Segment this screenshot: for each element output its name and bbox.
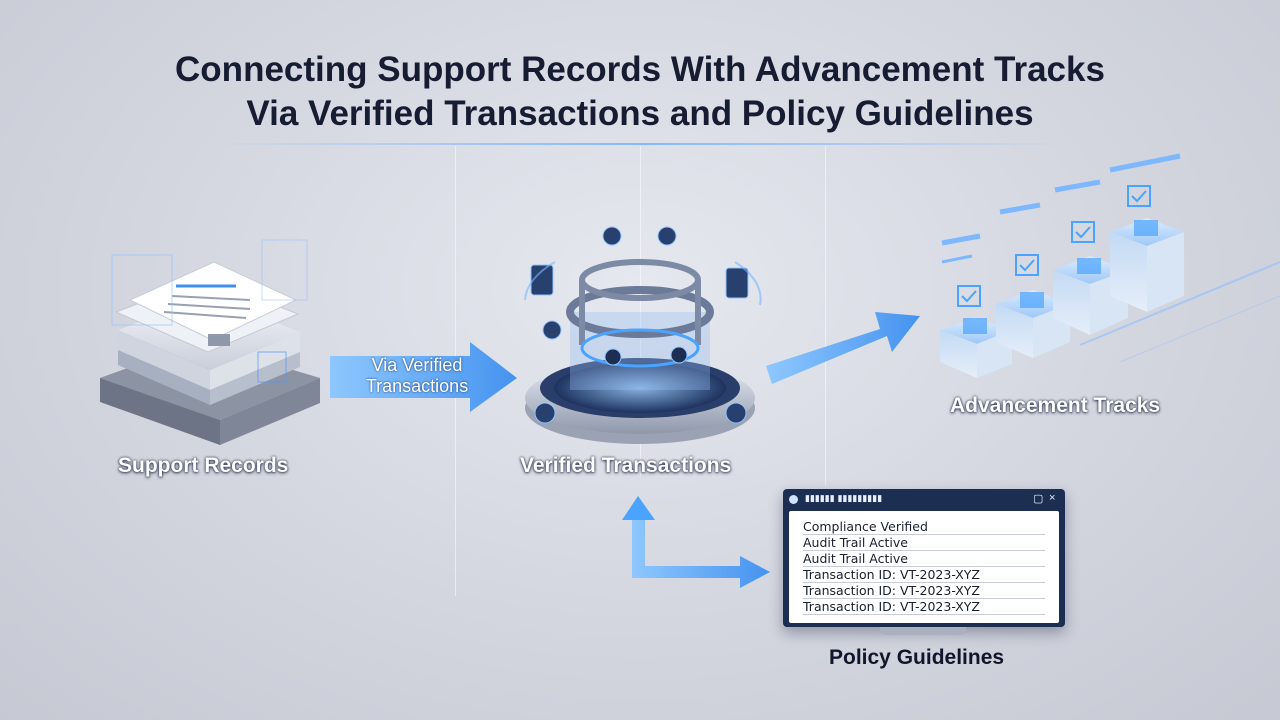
grid-line xyxy=(640,146,641,476)
verified-transactions-icon xyxy=(524,226,762,444)
policy-row: Audit Trail Active xyxy=(803,535,1045,551)
policy-window-title: ▮▮▮▮▮▮ ▮▮▮▮▮▮▮▮▮ xyxy=(805,494,883,504)
policy-row: Transaction ID: VT-2023-XYZ xyxy=(803,599,1045,615)
advancement-tracks-label: Advancement Tracks xyxy=(950,394,1161,417)
close-icon[interactable]: × xyxy=(1049,492,1056,504)
policy-guidelines-label: Policy Guidelines xyxy=(829,646,1005,669)
policy-row: Transaction ID: VT-2023-XYZ xyxy=(803,583,1045,599)
advancement-tracks-icon xyxy=(940,153,1280,378)
title-divider xyxy=(210,143,1070,145)
policy-row: Transaction ID: VT-2023-XYZ xyxy=(803,567,1045,583)
diagram-title: Connecting Support Records With Advancem… xyxy=(0,48,1280,136)
title-line-2: Via Verified Transactions and Policy Gui… xyxy=(246,94,1034,133)
arrow-label: Via Verified Transactions xyxy=(342,355,492,397)
policy-row: Audit Trail Active xyxy=(803,551,1045,567)
title-line-1: Connecting Support Records With Advancem… xyxy=(175,50,1105,89)
monitor-stand xyxy=(880,627,966,635)
arrow-label-line-1: Via Verified xyxy=(371,355,463,375)
support-records-icon xyxy=(100,239,320,445)
maximize-icon[interactable]: ▢ xyxy=(1033,493,1044,505)
policy-window: ▮▮▮▮▮▮ ▮▮▮▮▮▮▮▮▮ ▢ × Compliance Verified… xyxy=(783,489,1065,627)
grid-line xyxy=(825,146,826,486)
policy-window-body: Compliance Verified Audit Trail Active A… xyxy=(789,511,1059,623)
verified-transactions-label: Verified Transactions xyxy=(520,454,732,477)
arrow-label-line-2: Transactions xyxy=(365,376,469,396)
shield-icon xyxy=(789,495,798,504)
policy-window-titlebar: ▮▮▮▮▮▮ ▮▮▮▮▮▮▮▮▮ ▢ × xyxy=(783,489,1065,511)
arrow-to-advancement xyxy=(766,312,920,384)
policy-row: Compliance Verified xyxy=(803,519,1045,535)
policy-connector-arrow xyxy=(622,496,770,588)
support-records-label: Support Records xyxy=(118,454,289,477)
arrow-to-verified xyxy=(330,342,517,412)
